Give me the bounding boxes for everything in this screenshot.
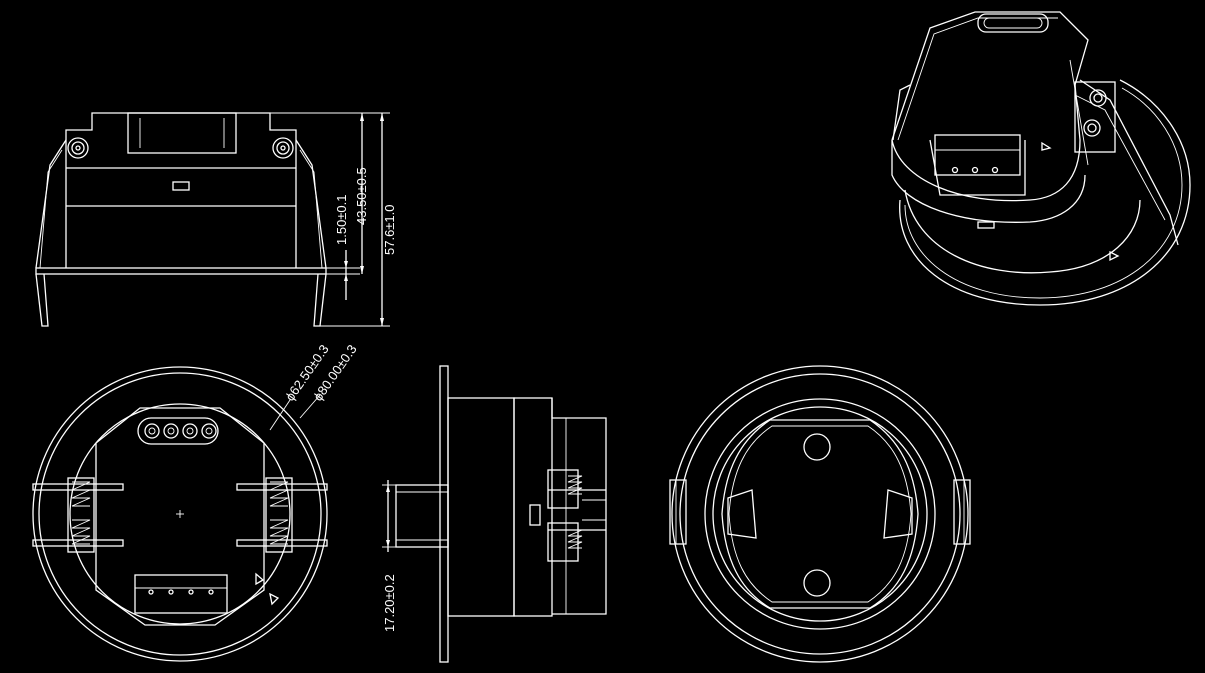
dim-side-depth: 17.20±0.2 bbox=[382, 574, 397, 632]
dim-body-height: 43.50±0.5 bbox=[354, 167, 369, 225]
top-view bbox=[669, 365, 971, 663]
plan-view-bottom: ϕ62.50±0.3 ϕ80.00±0.3 bbox=[32, 342, 360, 662]
dim-flange-thickness: 1.50±0.1 bbox=[334, 194, 349, 245]
front-elevation-view: 1.50±0.1 43.50±0.5 57.6±1.0 bbox=[35, 112, 397, 327]
dim-overall-height: 57.6±1.0 bbox=[382, 204, 397, 255]
side-view: 17.20±0.2 bbox=[382, 365, 607, 663]
isometric-view bbox=[891, 11, 1191, 306]
